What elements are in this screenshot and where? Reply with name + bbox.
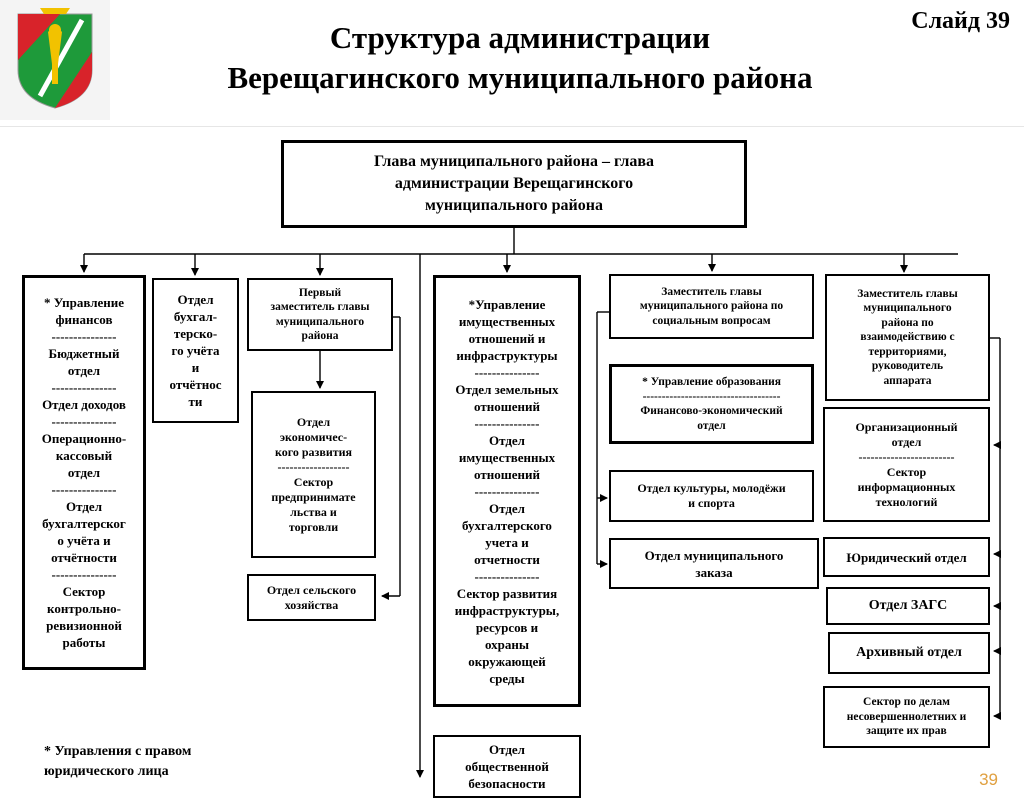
page-title: Структура администрации Верещагинского м…: [140, 18, 900, 98]
agriculture-department-label: Отдел сельского хозяйства: [266, 582, 357, 612]
zags-department-box: Отдел ЗАГС: [826, 587, 990, 625]
property-infrastructure-label: *Управление имущественных отношений и ин…: [454, 296, 560, 686]
economic-development-label: Отдел экономичес- кого развития --------…: [271, 414, 356, 534]
procurement-department-label: Отдел муниципального заказа: [644, 547, 784, 580]
deputy-social-box: Заместитель главы муниципального района …: [609, 274, 814, 339]
legal-department-label: Юридический отдел: [846, 549, 967, 565]
public-safety-box: Отдел общественной безопасности: [433, 735, 581, 798]
education-department-box: * Управление образования ---------------…: [609, 364, 814, 444]
culture-department-box: Отдел культуры, молодёжи и спорта: [609, 470, 814, 522]
agriculture-department-box: Отдел сельского хозяйства: [247, 574, 376, 621]
footnote: * Управления с правом юридического лица: [44, 742, 191, 782]
header-divider: [0, 126, 1024, 127]
public-safety-label: Отдел общественной безопасности: [465, 742, 549, 791]
minors-sector-label: Сектор по делам несовершеннолетних и защ…: [846, 696, 967, 738]
zags-department-label: Отдел ЗАГС: [868, 598, 948, 613]
footnote-text: * Управления с правом юридического лица: [44, 744, 192, 779]
minors-sector-box: Сектор по делам несовершеннолетних и защ…: [823, 686, 990, 748]
accounting-department-box: Отдел бухгал- терско- го учёта и отчётно…: [152, 278, 239, 423]
culture-department-label: Отдел культуры, молодёжи и спорта: [637, 481, 786, 510]
coat-of-arms-emblem: [0, 0, 110, 120]
economic-development-box: Отдел экономичес- кого развития --------…: [251, 391, 376, 558]
archive-department-box: Архивный отдел: [828, 632, 990, 674]
head-of-district-box: Глава муниципального района – глава адми…: [281, 140, 747, 228]
archive-department-label: Архивный отдел: [856, 645, 962, 660]
head-of-district-label: Глава муниципального района – глава адми…: [373, 153, 655, 214]
organizational-department-label: Организационный отдел ------------------…: [855, 419, 958, 509]
first-deputy-label: Первый заместитель главы муниципального …: [270, 286, 370, 343]
title-line-1: Структура администрации: [329, 20, 711, 55]
deputy-social-label: Заместитель главы муниципального района …: [639, 285, 784, 327]
slide-label: Слайд 39: [911, 8, 1010, 34]
title-line-2: Верещагинского муниципального района: [227, 60, 813, 95]
accounting-department-label: Отдел бухгал- терско- го учёта и отчётно…: [169, 292, 222, 409]
deputy-territories-label: Заместитель главы муниципального района …: [857, 287, 958, 387]
first-deputy-box: Первый заместитель главы муниципального …: [247, 278, 393, 351]
organizational-department-box: Организационный отдел ------------------…: [823, 407, 990, 522]
finance-department-box: * Управление финансов --------------- Бю…: [22, 275, 146, 670]
education-department-label: * Управление образования ---------------…: [640, 376, 783, 432]
finance-department-label: * Управление финансов --------------- Бю…: [41, 295, 127, 650]
deputy-territories-box: Заместитель главы муниципального района …: [825, 274, 990, 401]
page-number: 39: [979, 770, 998, 789]
legal-department-box: Юридический отдел: [823, 537, 990, 577]
procurement-department-box: Отдел муниципального заказа: [609, 538, 819, 589]
property-infrastructure-box: *Управление имущественных отношений и ин…: [433, 275, 581, 707]
